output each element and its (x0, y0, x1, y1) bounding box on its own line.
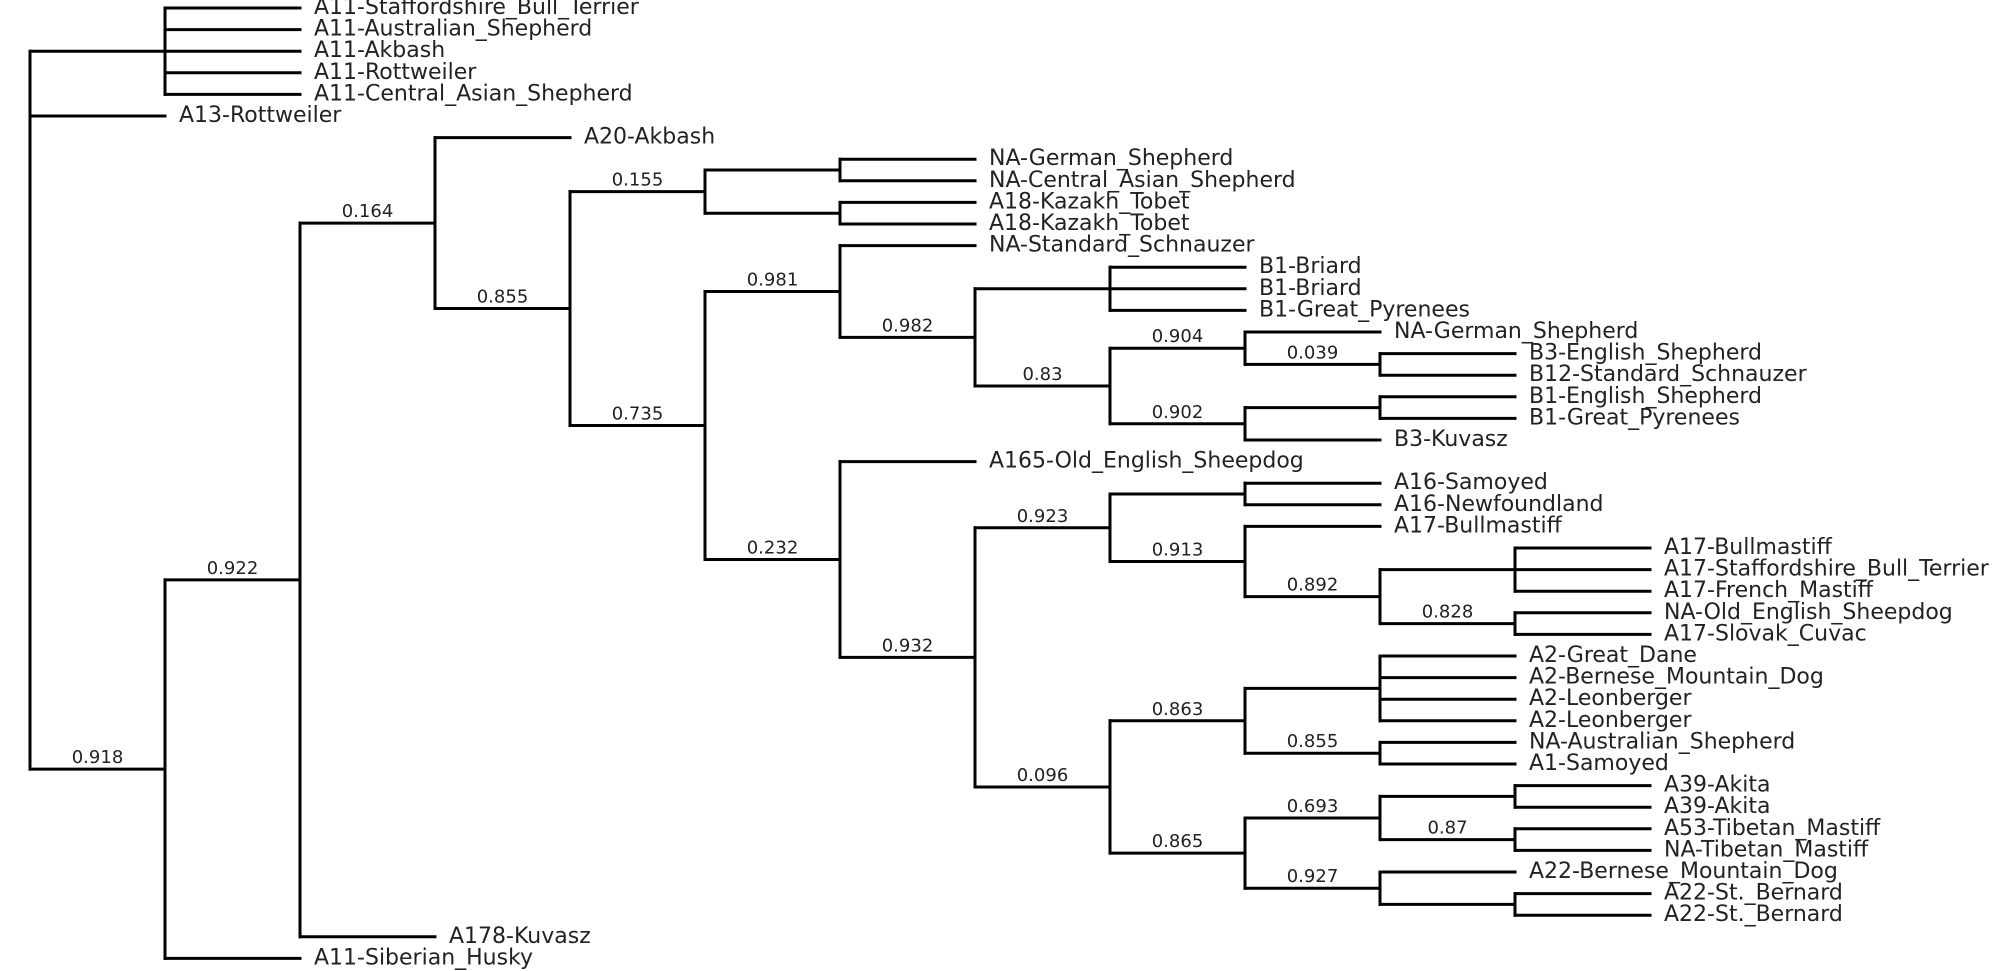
support-value-label: 0.892 (1287, 575, 1339, 596)
leaf-label: NA-Standard_Schnauzer (989, 233, 1256, 258)
support-value-label: 0.039 (1287, 342, 1339, 363)
leaf-label: B1-Great_Pyrenees (1259, 297, 1470, 322)
leaf-label: A20-Akbash (584, 125, 715, 150)
leaf-label: A11-Central_Asian_Shepherd (314, 81, 633, 106)
support-value-label: 0.863 (1152, 699, 1204, 720)
leaf-label: A2-Bernese_Mountain_Dog (1529, 665, 1824, 690)
leaf-label: A11-Rottweiler (314, 60, 477, 85)
support-value-label: 0.828 (1422, 602, 1474, 623)
support-value-label: 0.932 (882, 635, 934, 656)
leaf-label: A178-Kuvasz (449, 924, 591, 949)
support-value-label: 0.164 (342, 201, 394, 222)
leaf-label: A2-Great_Dane (1529, 643, 1697, 668)
leaf-label: A18-Kazakh_Tobet (989, 189, 1190, 214)
support-value-label: 0.913 (1152, 540, 1204, 561)
leaf-label: NA-German_Shepherd (989, 146, 1233, 171)
leaf-label: B1-Briard (1259, 254, 1362, 279)
support-value-label: 0.232 (747, 537, 799, 558)
leaf-label: A2-Leonberger (1529, 708, 1692, 733)
leaf-label: NA-Australian_Shepherd (1529, 729, 1795, 754)
leaf-label: A11-Akbash (314, 38, 445, 63)
support-value-label: 0.923 (1017, 506, 1069, 527)
support-value-label: 0.865 (1152, 831, 1204, 852)
leaf-label: A11-Staffordshire_Bull_Terrier (314, 0, 640, 20)
leaf-label: B3-English_Shepherd (1529, 341, 1762, 366)
leaf-label: A11-Siberian_Husky (314, 945, 533, 970)
leaf-label: A22-St._Bernard (1664, 902, 1843, 927)
support-value-label: 0.981 (747, 270, 799, 291)
leaf-label: A16-Samoyed (1394, 470, 1548, 495)
support-value-label: 0.918 (72, 747, 124, 768)
leaf-label: A17-French_Mastiff (1664, 578, 1874, 603)
support-value-label: 0.87 (1427, 818, 1467, 839)
support-value-label: 0.904 (1152, 326, 1204, 347)
leaf-label: A53-Tibetan_Mastiff (1664, 816, 1881, 841)
leaf-label: B12-Standard_Schnauzer (1529, 362, 1808, 387)
leaf-label: A17-Bullmastiff (1394, 513, 1563, 538)
leaf-label: A17-Staffordshire_Bull_Terrier (1664, 557, 1990, 582)
leaf-label: A22-Bernese_Mountain_Dog (1529, 859, 1838, 884)
leaf-label: A39-Akita (1664, 773, 1771, 798)
leaf-label: NA-Old_English_Sheepdog (1664, 600, 1953, 625)
leaf-label: A13-Rottweiler (179, 103, 342, 128)
leaf-label: A1-Samoyed (1529, 751, 1669, 776)
leaf-label: A11-Australian_Shepherd (314, 17, 592, 42)
leaf-label: A17-Slovak_Cuvac (1664, 621, 1867, 646)
leaf-label: A17-Bullmastiff (1664, 535, 1833, 560)
support-value-label: 0.155 (612, 170, 664, 191)
support-value-label: 0.855 (477, 287, 529, 308)
leaf-label: B1-Briard (1259, 276, 1362, 301)
leaf-label: B1-English_Shepherd (1529, 384, 1762, 409)
support-value-label: 0.922 (207, 558, 259, 579)
leaf-label: A165-Old_English_Sheepdog (989, 449, 1304, 474)
leaf-label: NA-Central_Asian_Shepherd (989, 168, 1296, 193)
tree-labels: A11-Staffordshire_Bull_TerrierA11-Austra… (72, 0, 1990, 970)
support-value-label: 0.83 (1022, 364, 1062, 385)
leaf-label: A2-Leonberger (1529, 686, 1692, 711)
leaf-label: B1-Great_Pyrenees (1529, 405, 1740, 430)
leaf-label: A18-Kazakh_Tobet (989, 211, 1190, 236)
support-value-label: 0.735 (612, 403, 664, 424)
support-value-label: 0.902 (1152, 402, 1204, 423)
support-value-label: 0.927 (1287, 866, 1339, 887)
leaf-label: A16-Newfoundland (1394, 492, 1604, 517)
leaf-label: B3-Kuvasz (1394, 427, 1508, 452)
leaf-label: NA-German_Shepherd (1394, 319, 1638, 344)
support-value-label: 0.096 (1017, 765, 1069, 786)
tree-edges (28, 6, 1652, 960)
leaf-label: A39-Akita (1664, 794, 1771, 819)
support-value-label: 0.693 (1287, 796, 1339, 817)
support-value-label: 0.982 (882, 315, 934, 336)
support-value-label: 0.855 (1287, 731, 1339, 752)
leaf-label: NA-Tibetan_Mastiff (1664, 837, 1869, 862)
leaf-label: A22-St._Bernard (1664, 881, 1843, 906)
